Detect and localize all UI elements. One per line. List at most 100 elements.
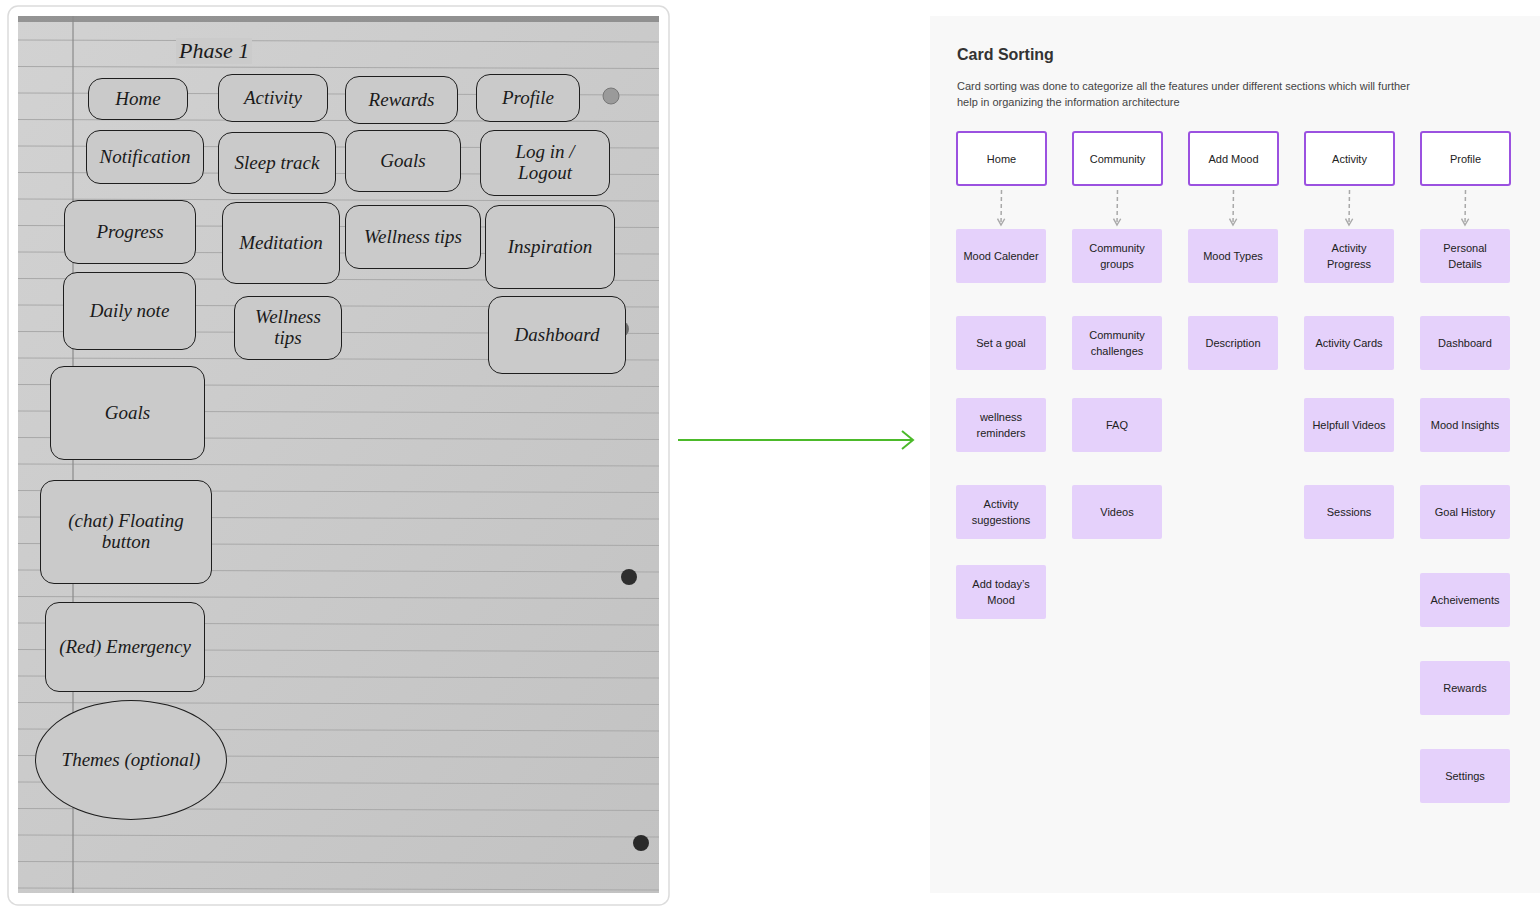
feature-card: Goal History (1420, 485, 1510, 539)
category-header: Activity (1304, 131, 1395, 186)
card-text: Rewards (1443, 680, 1486, 696)
card-text: Description (1205, 335, 1260, 351)
panel-background (930, 16, 1540, 893)
card-text: Activity (1332, 153, 1367, 165)
dashed-connector (1232, 190, 1234, 225)
feature-card: Helpfull Videos (1304, 398, 1394, 452)
card-text: Progress (96, 222, 163, 243)
card-text: Add Mood (1208, 153, 1258, 165)
handwritten-card: (Red) Emergency (45, 602, 205, 692)
feature-card: Personal Details (1420, 229, 1510, 283)
handwritten-card: Daily note (63, 272, 196, 350)
feature-card: Rewards (1420, 661, 1510, 715)
feature-card: Mood Insights (1420, 398, 1510, 452)
feature-card: Dashboard (1420, 316, 1510, 370)
card-text: Mood Insights (1431, 417, 1499, 433)
category-header: Profile (1420, 131, 1511, 186)
punch-hole (603, 88, 619, 104)
card-text: Activity suggestions (962, 496, 1040, 528)
handwritten-card: Profile (476, 74, 580, 122)
handwritten-card: (chat) Floating button (40, 480, 212, 584)
handwritten-card: Goals (345, 130, 461, 192)
card-text: Inspiration (508, 237, 592, 258)
dashed-connector (1464, 190, 1466, 225)
dashed-connector (1116, 190, 1118, 225)
handwritten-card: Rewards (345, 76, 458, 124)
card-text: Goals (105, 403, 150, 424)
category-header: Add Mood (1188, 131, 1279, 186)
card-text: Goal History (1435, 504, 1496, 520)
feature-card: Set a goal (956, 316, 1046, 370)
feature-card: Add today’s Mood (956, 565, 1046, 619)
handwritten-card: Sleep track (218, 132, 336, 194)
feature-card: Community groups (1072, 229, 1162, 283)
card-text: Personal Details (1426, 240, 1504, 272)
card-text: Activity (244, 88, 302, 109)
handwritten-card: Home (88, 78, 188, 120)
card-text: (chat) Floating button (49, 511, 203, 553)
card-text: Activity Progress (1310, 240, 1388, 272)
handwritten-card: Activity (218, 74, 328, 122)
card-text: Mood Types (1203, 248, 1263, 264)
punch-hole (633, 835, 649, 851)
card-text: Sleep track (235, 153, 320, 174)
handwritten-card: Goals (50, 366, 205, 460)
card-text: Mood Calender (963, 248, 1038, 264)
card-text: Meditation (239, 233, 322, 254)
card-text: FAQ (1106, 417, 1128, 433)
ruled-line (18, 464, 659, 466)
category-header: Community (1072, 131, 1163, 186)
feature-card: Settings (1420, 749, 1510, 803)
handwritten-label: Phase 1 (176, 38, 252, 64)
card-text: Acheivements (1430, 592, 1499, 608)
card-text: Wellness tips (243, 307, 333, 349)
card-text: Add today’s Mood (962, 576, 1040, 608)
card-text: Home (987, 153, 1016, 165)
ruled-line (18, 862, 659, 864)
card-text: Log in / Logout (489, 142, 601, 184)
handwritten-card: Notification (86, 130, 204, 184)
card-text: Home (115, 89, 160, 110)
ruled-line (18, 835, 659, 837)
card-text: Settings (1445, 768, 1485, 784)
feature-card: wellness reminders (956, 398, 1046, 452)
card-text: Set a goal (976, 335, 1026, 351)
paper-edge (18, 16, 659, 22)
handwritten-card: Wellness tips (234, 296, 342, 360)
card-text: Community groups (1078, 240, 1156, 272)
flow-arrow-head (902, 431, 913, 449)
feature-card: Mood Calender (956, 229, 1046, 283)
card-text: Profile (1450, 153, 1481, 165)
ruled-line (18, 67, 659, 69)
feature-card: Acheivements (1420, 573, 1510, 627)
card-text: Sessions (1327, 504, 1372, 520)
handwritten-card: Dashboard (488, 296, 626, 374)
section-title: Card Sorting (957, 46, 1054, 64)
handwritten-card: Log in / Logout (480, 130, 610, 196)
ruled-line (18, 597, 659, 599)
feature-card: Sessions (1304, 485, 1394, 539)
card-text: wellness reminders (962, 409, 1040, 441)
ruled-line (18, 40, 659, 42)
handwritten-oval: Themes (optional) (35, 700, 227, 820)
handwritten-card: Inspiration (485, 205, 615, 289)
ruled-line (18, 888, 659, 890)
section-caption: Card sorting was done to categorize all … (957, 78, 1427, 110)
card-text: Community (1090, 153, 1146, 165)
flow-arrow (678, 439, 912, 441)
card-text: Daily note (90, 301, 170, 322)
card-text: Themes (optional) (62, 749, 201, 771)
handwritten-card: Progress (64, 200, 196, 264)
feature-card: Activity Cards (1304, 316, 1394, 370)
handwritten-card: Wellness tips (345, 205, 481, 269)
card-text: Goals (380, 151, 425, 172)
card-text: Community challenges (1078, 327, 1156, 359)
dashed-connector (1348, 190, 1350, 225)
paper-sheet (18, 16, 659, 893)
feature-card: Community challenges (1072, 316, 1162, 370)
card-text: Rewards (369, 90, 435, 111)
card-text: Helpfull Videos (1312, 417, 1385, 433)
card-text: Dashboard (515, 325, 600, 346)
feature-card: Description (1188, 316, 1278, 370)
card-text: Wellness tips (364, 227, 462, 248)
